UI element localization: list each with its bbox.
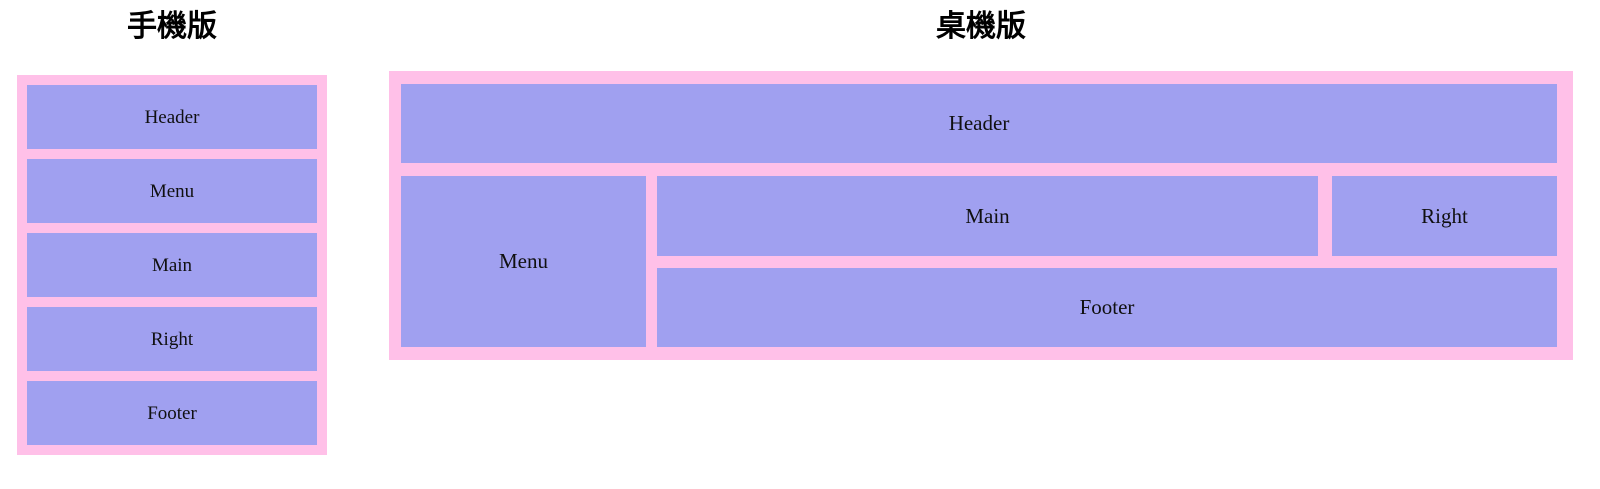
desktop-layout-container: Header Menu Main Right Footer <box>389 71 1573 360</box>
mobile-layout-container: Header Menu Main Right Footer <box>17 75 327 455</box>
desktop-layout-title: 桌機版 <box>936 10 1026 43</box>
desktop-block-main: Main <box>657 176 1318 256</box>
desktop-block-menu: Menu <box>401 176 646 347</box>
desktop-block-header: Header <box>401 84 1557 163</box>
mobile-block-header: Header <box>27 85 317 149</box>
mobile-block-right: Right <box>27 307 317 371</box>
mobile-block-menu: Menu <box>27 159 317 223</box>
mobile-layout-title: 手機版 <box>127 10 217 43</box>
desktop-block-right: Right <box>1332 176 1557 256</box>
mobile-block-main: Main <box>27 233 317 297</box>
mobile-block-footer: Footer <box>27 381 317 445</box>
desktop-block-footer: Footer <box>657 268 1557 347</box>
